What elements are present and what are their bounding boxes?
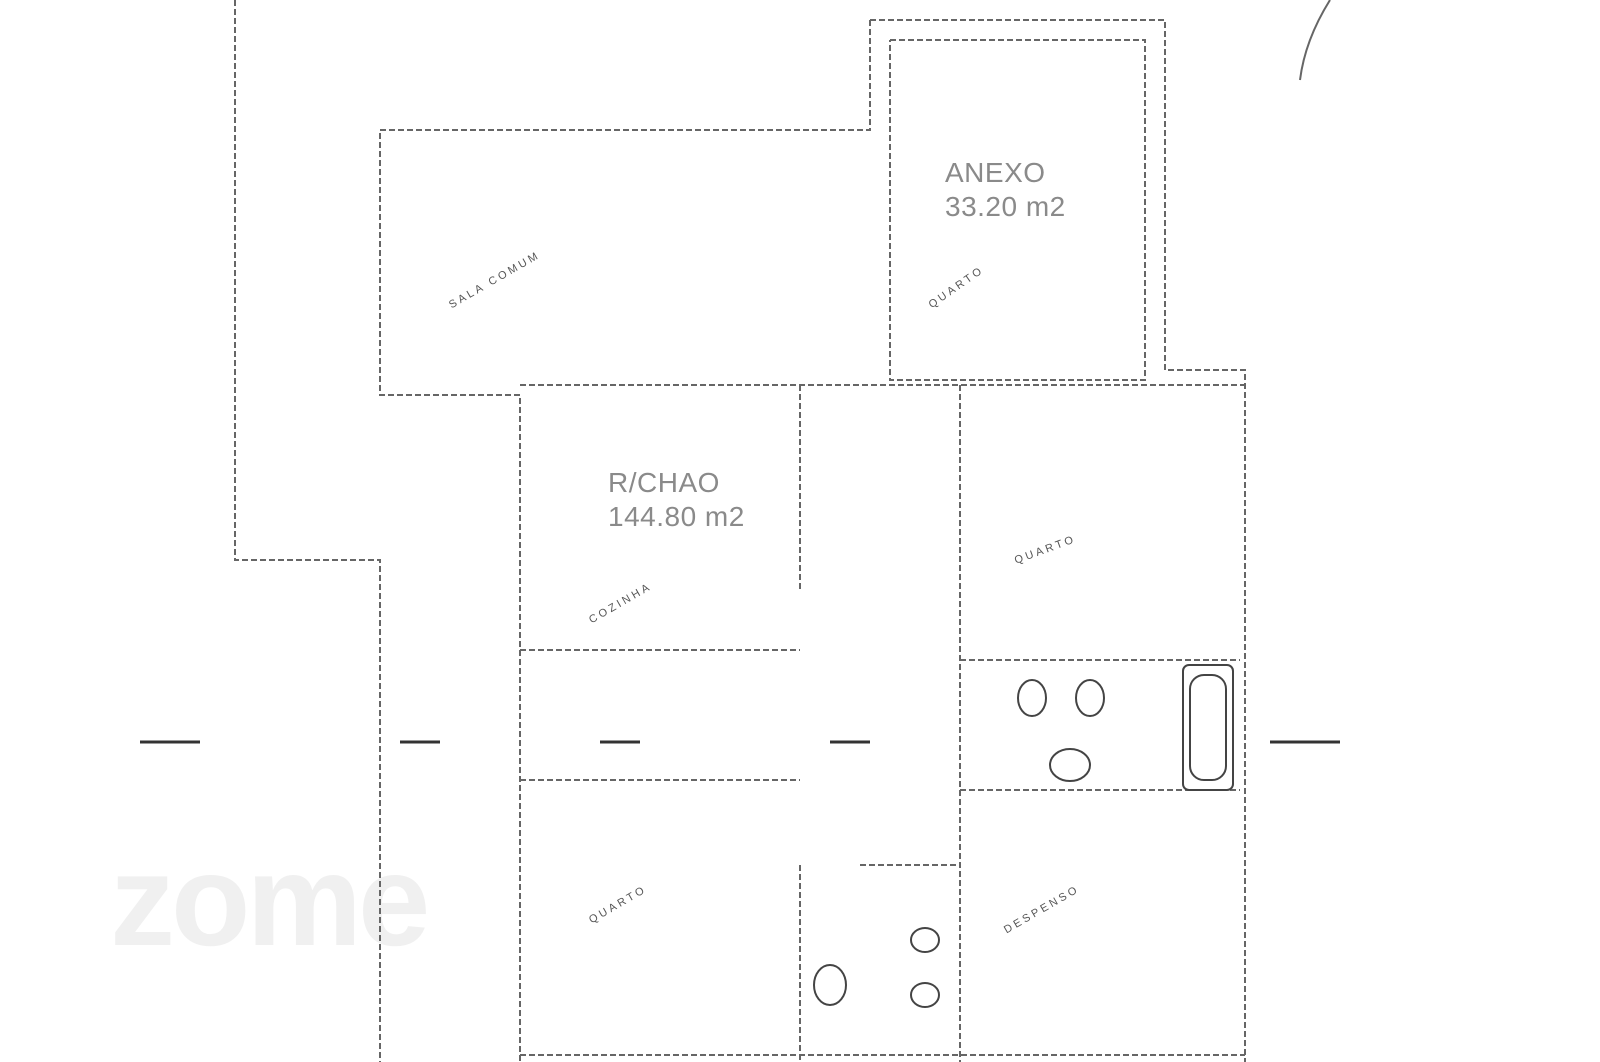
watermark-logo: zome	[110, 827, 430, 973]
ground-floor-area: 144.80 m2	[608, 501, 745, 532]
ground-floor-name: R/CHAO	[608, 467, 720, 498]
ground-floor-label: R/CHAO 144.80 m2	[608, 466, 745, 534]
annex-area: 33.20 m2	[945, 191, 1066, 222]
outer-walls	[234, 0, 1246, 1062]
annex-label: ANEXO 33.20 m2	[945, 156, 1066, 224]
fixtures	[813, 664, 1234, 1008]
annotation-leader	[1299, 0, 1331, 81]
annex-name: ANEXO	[945, 157, 1046, 188]
